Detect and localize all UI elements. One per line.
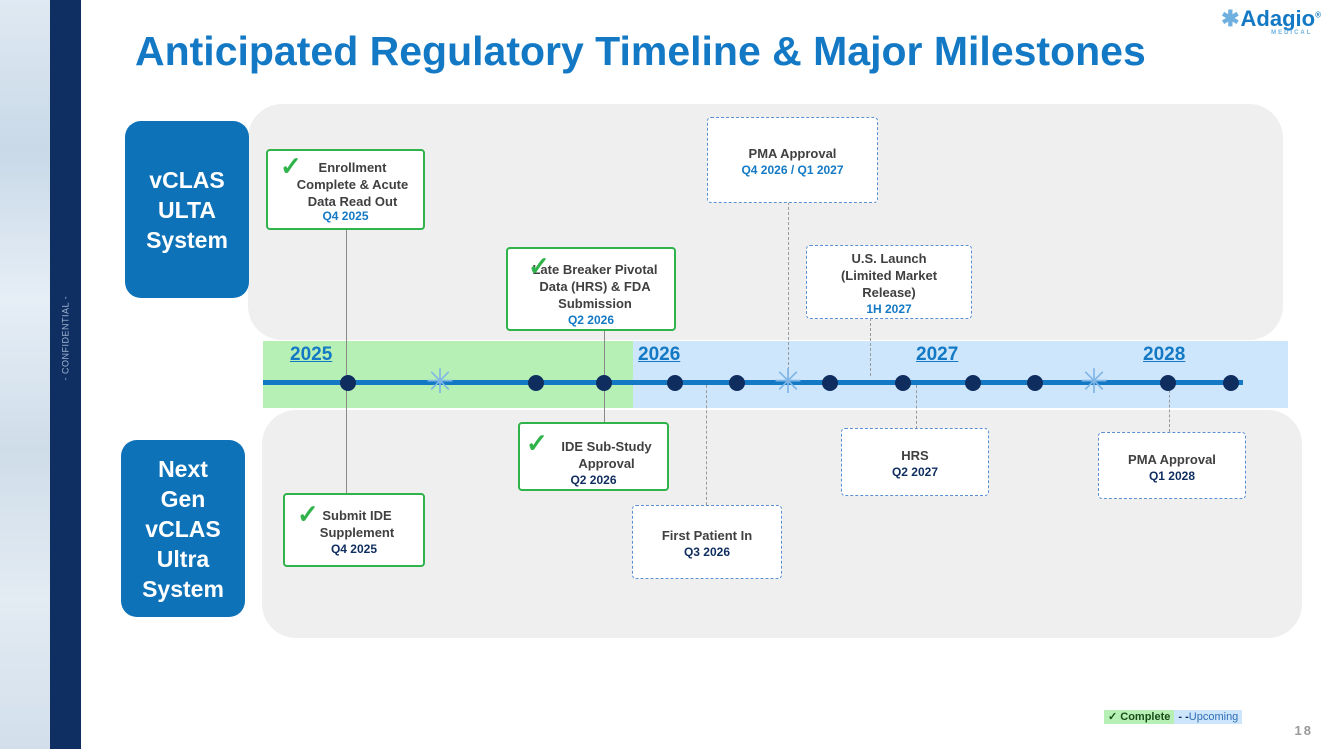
milestone-submit-ide: ✓ Submit IDE Supplement Q4 2025 [283,493,425,567]
timeline-dot [1027,375,1043,391]
timeline-dot [596,375,612,391]
legend-complete: ✓ Complete [1104,710,1175,724]
milestone-label: Submit IDE Supplement [319,508,395,540]
connector-line [706,385,707,505]
snowflake-icon: ✳ [1079,363,1109,401]
logo-sub: MEDICAL [1271,30,1313,36]
timeline-dot [965,375,981,391]
timeline-dot [528,375,544,391]
year-label: 2026 [638,344,681,365]
milestone-date: Q2 2026 [567,313,615,327]
system-label-top: vCLAS ULTA System [125,121,249,298]
system-label-top-text: vCLAS ULTA System [146,166,228,253]
milestone-pma-approval-top: PMA Approval Q4 2026 / Q1 2027 [707,117,878,203]
legend: ✓ Complete- -Upcoming [1104,707,1243,725]
logo-name: Adagio [1240,6,1316,31]
milestone-date: Q2 2027 [891,465,939,479]
year-label: 2028 [1143,344,1186,365]
milestone-label: Late Breaker Pivotal Data (HRS) & FDA Su… [532,262,658,311]
milestone-date: Q2 2026 [570,473,617,487]
milestone-date: 1H 2027 [866,302,912,316]
timeline-axis [263,380,1243,385]
milestone-hrs: HRS Q2 2027 [841,428,989,496]
milestone-label: IDE Sub-Study Approval [561,439,652,471]
milestone-date: Q4 2026 / Q1 2027 [741,163,844,177]
slide-title: Anticipated Regulatory Timeline & Major … [135,28,1146,74]
connector-line [916,385,917,429]
connector-line [870,318,871,376]
timeline-band-upcoming [633,341,1288,408]
timeline-dot [895,375,911,391]
snowflake-icon: ✳ [773,363,803,401]
timeline-dot [1223,375,1239,391]
milestone-label: Enrollment Complete & Acute Data Read Ou… [296,160,409,209]
legend-upcoming-mark: - - [1178,711,1189,723]
milestone-ide-substudy: ✓ IDE Sub-Study Approval Q2 2026 [518,422,669,491]
milestone-label: PMA Approval [1128,452,1216,467]
timeline-dot [729,375,745,391]
snowflake-icon: ✳ [425,363,455,401]
timeline-dot [667,375,683,391]
navy-side-bar [50,0,81,749]
connector-line [346,230,347,494]
milestone-date: Q1 2028 [1148,469,1196,483]
year-label: 2025 [290,344,333,365]
connector-line [1169,385,1170,432]
milestone-date: Q4 2025 [330,542,378,556]
milestone-pma-approval-bottom: PMA Approval Q1 2028 [1098,432,1246,499]
snowflake-icon: ✱ [1221,6,1240,31]
connector-line [788,202,789,380]
check-icon: ✓ [528,251,550,281]
legend-upcoming: - -Upcoming [1174,710,1243,724]
legend-upcoming-label: Upcoming [1188,711,1239,723]
check-icon: ✓ [297,499,319,529]
timeline-dot [340,375,356,391]
milestone-date: Q4 2025 [322,209,369,223]
company-logo: ✱Adagio® MEDICAL [1221,6,1321,36]
milestone-first-patient: First Patient In Q3 2026 [632,505,782,579]
system-label-bottom: Next Gen vCLAS Ultra System [121,440,245,617]
ice-texture-strip [0,0,50,749]
milestone-label: U.S. Launch (Limited Market Release) [840,251,938,300]
page-number: 18 [1294,723,1313,738]
timeline-dot [822,375,838,391]
milestone-late-breaker: ✓ Late Breaker Pivotal Data (HRS) & FDA … [506,247,676,331]
milestone-label: First Patient In [661,528,753,543]
milestone-enrollment: ✓ Enrollment Complete & Acute Data Read … [266,149,425,230]
system-label-bottom-text: Next Gen vCLAS Ultra System [142,455,224,602]
logo-tm: ® [1315,10,1321,20]
check-icon: ✓ [526,428,548,458]
milestone-us-launch: U.S. Launch (Limited Market Release) 1H … [806,245,972,319]
timeline-band-complete [263,341,633,408]
milestone-label: HRS [901,448,929,463]
confidential-label: - CONFIDENTIAL - [61,296,71,381]
check-icon: ✓ [280,151,302,181]
milestone-date: Q3 2026 [683,545,731,559]
milestone-label: PMA Approval [748,146,837,161]
year-label: 2027 [916,344,959,365]
timeline-dot [1160,375,1176,391]
